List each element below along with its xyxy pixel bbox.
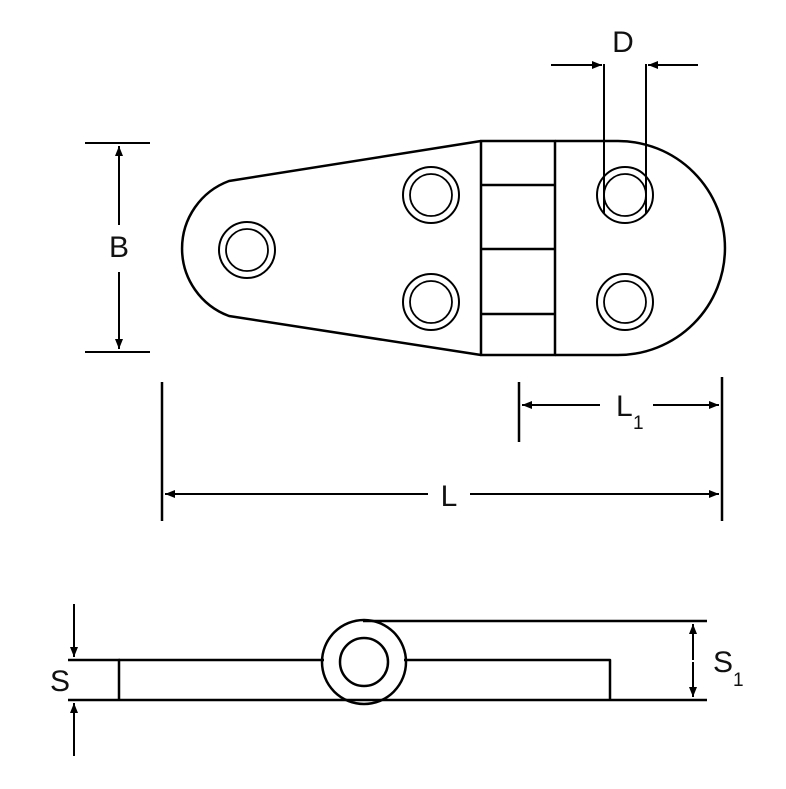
label-d: D	[612, 26, 634, 59]
top-view	[180, 139, 727, 357]
label-l1-subscript: 1	[633, 413, 644, 434]
screw-hole-bottom-right	[596, 273, 654, 331]
label-s1: S	[713, 646, 733, 679]
screw-hole-top-middle	[402, 166, 460, 224]
label-s1-subscript: 1	[733, 670, 744, 691]
screw-hole-bottom-middle	[402, 273, 460, 331]
label-l1: L	[616, 390, 633, 423]
tapered-leaf-outline	[180, 139, 482, 357]
label-b: B	[109, 231, 129, 264]
screw-hole-top-right	[596, 166, 654, 224]
screw-holes	[218, 166, 654, 331]
dimension-l1	[517, 377, 724, 521]
rounded-leaf-outline	[555, 139, 727, 357]
dimension-b	[85, 142, 150, 353]
dimension-d	[551, 61, 698, 214]
side-view	[68, 618, 707, 706]
label-s: S	[50, 665, 70, 698]
right-leaf-profile	[404, 658, 612, 700]
label-l: L	[441, 480, 458, 513]
left-leaf-profile	[117, 658, 324, 700]
knuckle-pin	[338, 636, 390, 688]
knuckle-outer	[320, 618, 408, 706]
screw-hole-left	[218, 221, 276, 279]
